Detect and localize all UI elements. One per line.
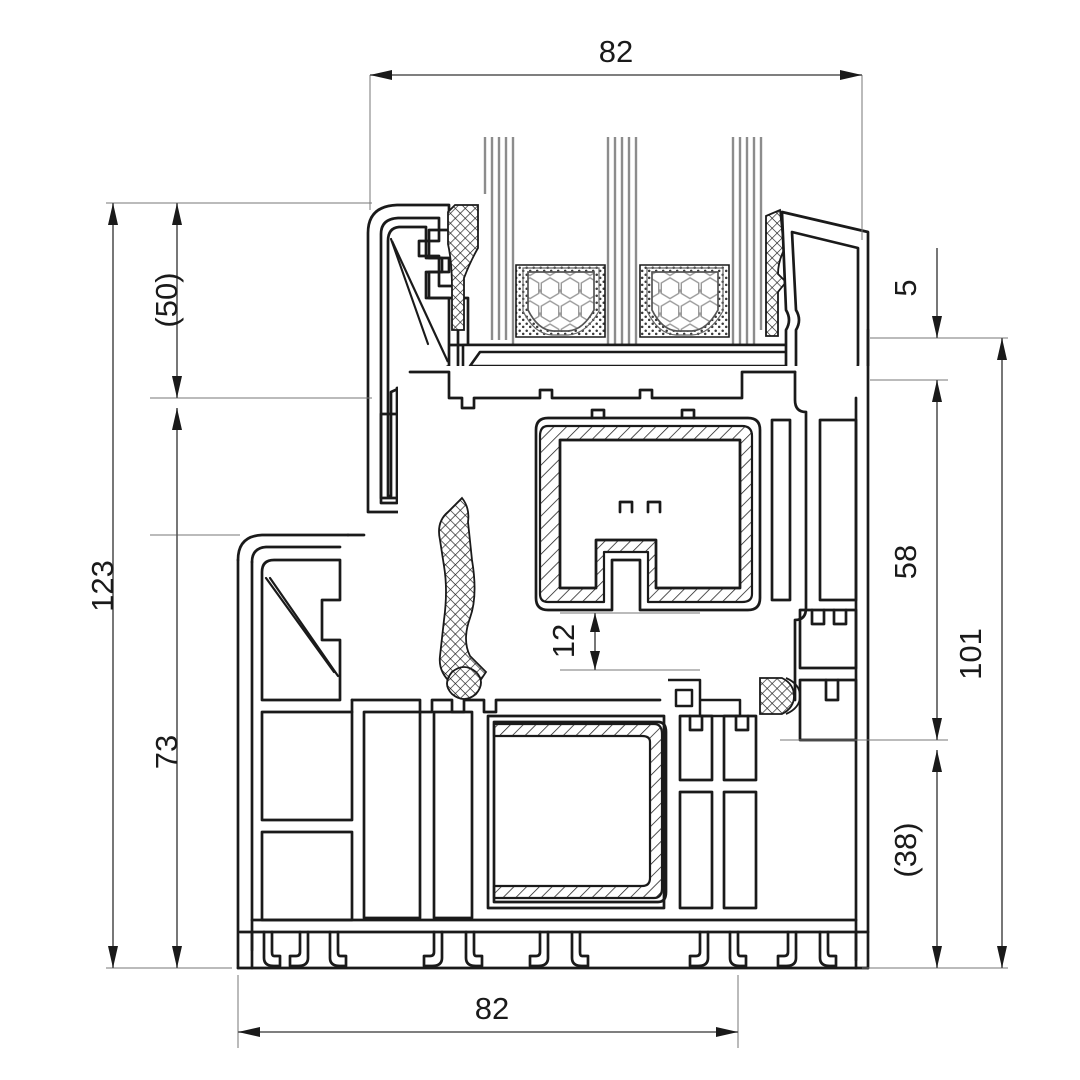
dimension-sash-depth: 58 bbox=[888, 380, 942, 740]
dimension-top-width: 82 bbox=[370, 34, 862, 80]
dimension-glass-edge: 5 bbox=[888, 248, 942, 338]
dim-sash-depth-label: 58 bbox=[888, 545, 923, 579]
glazing-bead bbox=[780, 210, 870, 394]
dim-rebate-label: 12 bbox=[546, 624, 581, 658]
gasket-outer-upper bbox=[447, 204, 479, 331]
dimension-sash-height: (50) bbox=[149, 203, 184, 398]
dim-bottom-width-label: 82 bbox=[475, 991, 509, 1026]
dimension-bottom-width: 82 bbox=[238, 991, 738, 1037]
profile-middle-section bbox=[408, 328, 870, 970]
dimension-total-depth: 101 bbox=[953, 338, 1007, 968]
triple-glazing bbox=[483, 137, 763, 345]
dimension-frame-height: 73 bbox=[149, 408, 184, 968]
glass-pane-inner bbox=[731, 137, 763, 345]
glazing-support-bridge bbox=[461, 343, 797, 372]
gasket-middle bbox=[438, 496, 488, 700]
dim-total-depth-label: 101 bbox=[953, 628, 988, 680]
dim-sash-height-label: (50) bbox=[149, 272, 184, 327]
dimension-frame-depth: (38) bbox=[888, 750, 942, 968]
gasket-sash-bottom bbox=[668, 678, 742, 718]
glass-pane-middle bbox=[606, 137, 638, 345]
warm-edge-spacer-1 bbox=[515, 264, 606, 338]
warm-edge-spacer-2 bbox=[639, 264, 730, 338]
dimension-annotations bbox=[106, 75, 1008, 1048]
dim-total-height-label: 123 bbox=[85, 560, 120, 612]
frame-lower-body bbox=[238, 698, 870, 934]
dim-top-width-label: 82 bbox=[599, 34, 633, 69]
dimension-total-height: 123 bbox=[85, 203, 120, 968]
dimension-rebate: 12 bbox=[546, 613, 600, 670]
dim-glass-edge-label: 5 bbox=[888, 279, 923, 296]
dim-frame-height-label: 73 bbox=[149, 735, 184, 769]
frame-base-grooves bbox=[236, 930, 870, 970]
gasket-lower-right bbox=[759, 677, 801, 715]
dim-frame-depth-label: (38) bbox=[888, 822, 923, 877]
sash-diagonal-rib bbox=[391, 240, 449, 363]
